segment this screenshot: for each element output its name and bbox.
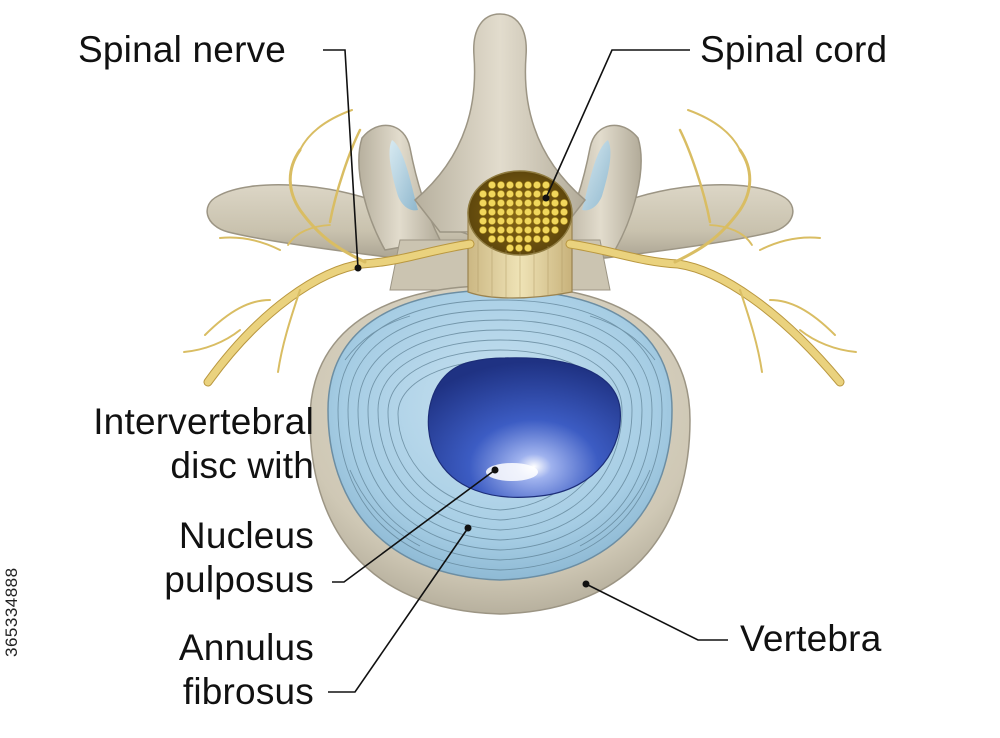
- cord-fiber: [515, 181, 523, 189]
- cord-fiber: [506, 217, 514, 225]
- cord-fiber: [515, 226, 523, 234]
- leader-annulus: [328, 527, 469, 693]
- cord-fiber: [479, 217, 487, 225]
- leader-spinal-cord: [545, 49, 690, 199]
- cord-fiber: [506, 181, 514, 189]
- cord-fiber: [488, 208, 496, 216]
- cord-fiber: [506, 208, 514, 216]
- cord-fiber: [488, 199, 496, 207]
- cord-fiber: [524, 235, 532, 243]
- cord-fiber: [515, 217, 523, 225]
- leader-nucleus: [332, 469, 496, 583]
- cord-fiber: [479, 226, 487, 234]
- cord-fiber: [524, 181, 532, 189]
- cord-fiber: [497, 217, 505, 225]
- cord-fiber: [515, 190, 523, 198]
- cord-fiber: [542, 235, 550, 243]
- cord-fiber: [524, 226, 532, 234]
- label-spinal-nerve: Spinal nerve: [78, 29, 287, 70]
- cord-fiber: [497, 226, 505, 234]
- leader-lines: [323, 49, 728, 693]
- cord-fiber: [524, 199, 532, 207]
- label-disc-line2: disc with: [170, 445, 314, 486]
- spinal-nerve-right: [565, 109, 857, 387]
- label-disc-line1: Intervertebral: [93, 401, 314, 442]
- cord-fiber: [479, 190, 487, 198]
- label-nucleus-pulposus: Nucleus pulposus: [164, 514, 314, 602]
- cord-fiber: [506, 190, 514, 198]
- cord-fiber: [515, 244, 523, 252]
- cord-fiber: [560, 208, 568, 216]
- label-vertebra: Vertebra: [740, 618, 882, 659]
- nucleus-pulposus: [427, 357, 621, 498]
- label-nucleus-line1: Nucleus: [178, 515, 314, 556]
- cord-fiber: [506, 244, 514, 252]
- leader-dot-spinal-cord: [542, 194, 550, 202]
- label-intervertebral-disc: Intervertebral disc with: [93, 400, 314, 488]
- cord-fiber: [533, 181, 541, 189]
- leader-dot-spinal-nerve: [354, 264, 362, 272]
- cord-fiber: [497, 190, 505, 198]
- cord-fiber: [506, 199, 514, 207]
- cord-fiber: [497, 208, 505, 216]
- cord-fiber: [524, 208, 532, 216]
- leader-dot-annulus: [464, 524, 472, 532]
- label-annulus-line2: fibrosus: [182, 671, 314, 712]
- cord-fiber: [524, 217, 532, 225]
- cord-fiber: [524, 190, 532, 198]
- cord-fiber: [542, 208, 550, 216]
- label-nucleus-line2: pulposus: [164, 559, 314, 600]
- stock-id: 365334888: [2, 567, 21, 657]
- spinal-cord: [467, 170, 573, 299]
- cord-fiber: [542, 226, 550, 234]
- label-spinal-cord: Spinal cord: [700, 29, 888, 70]
- cord-fiber: [515, 235, 523, 243]
- cord-fiber: [533, 190, 541, 198]
- cord-fiber: [515, 208, 523, 216]
- cord-fiber: [551, 208, 559, 216]
- cord-fiber: [515, 199, 523, 207]
- label-annulus-fibrosus: Annulus fibrosus: [179, 626, 314, 714]
- cord-fiber: [497, 199, 505, 207]
- cord-fiber: [497, 181, 505, 189]
- cord-fiber: [506, 226, 514, 234]
- cord-fiber: [551, 190, 559, 198]
- cord-fiber: [533, 235, 541, 243]
- label-annulus-line1: Annulus: [178, 627, 314, 668]
- cord-fiber: [542, 181, 550, 189]
- cord-fiber: [533, 226, 541, 234]
- leader-dot-vertebra: [582, 580, 590, 588]
- leader-vertebra: [585, 583, 728, 641]
- cord-fiber: [542, 217, 550, 225]
- cord-fiber: [479, 208, 487, 216]
- leader-dot-nucleus: [491, 466, 499, 474]
- cord-fiber: [488, 217, 496, 225]
- cord-fiber: [533, 208, 541, 216]
- spinal-nerve-left: [183, 109, 475, 387]
- cord-fiber: [551, 199, 559, 207]
- cord-fiber: [533, 217, 541, 225]
- cord-fiber: [488, 226, 496, 234]
- cord-fiber: [488, 235, 496, 243]
- cord-fiber: [560, 199, 568, 207]
- cord-fiber: [533, 199, 541, 207]
- cord-fiber: [524, 244, 532, 252]
- cord-fiber: [551, 226, 559, 234]
- cord-fiber: [551, 217, 559, 225]
- leader-spinal-nerve: [323, 49, 359, 269]
- cord-fiber: [497, 235, 505, 243]
- cord-fiber: [560, 217, 568, 225]
- cord-fiber: [488, 190, 496, 198]
- cord-fiber: [479, 199, 487, 207]
- cord-fiber: [506, 235, 514, 243]
- cord-fiber: [488, 181, 496, 189]
